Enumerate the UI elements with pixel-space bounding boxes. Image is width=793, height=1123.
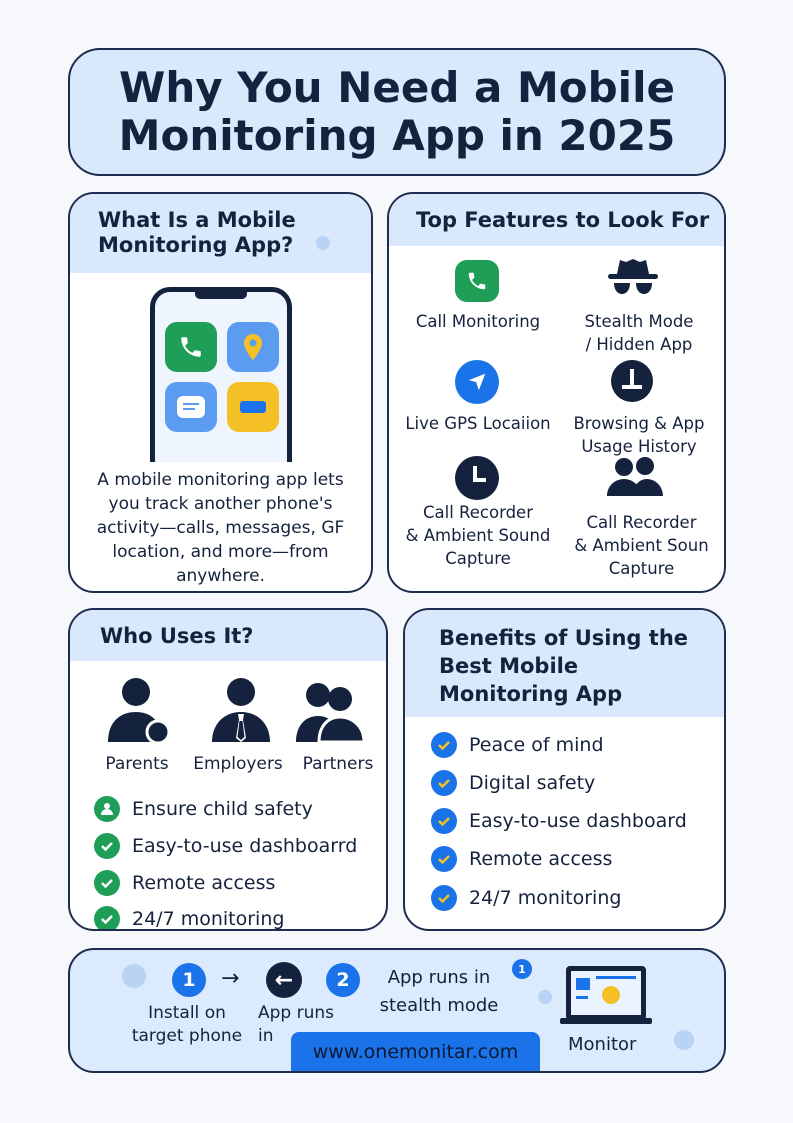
who-title: Who Uses It? (100, 624, 254, 648)
users-icon (607, 456, 663, 502)
check-icon (431, 732, 457, 758)
user-icon (94, 796, 120, 822)
user-label-partners: Partners (302, 754, 374, 774)
partners-icon (296, 678, 366, 748)
check-icon (431, 846, 457, 872)
who-point: 24/7 monitoring (94, 906, 284, 929)
phone-icon (455, 260, 499, 302)
who-point: Remote access (94, 870, 275, 896)
who-point: Ensure child safety (94, 796, 313, 822)
check-icon (94, 870, 120, 896)
clock-icon (455, 456, 499, 500)
chat-icon (227, 382, 279, 432)
check-icon (94, 833, 120, 859)
what-is-card: What Is a Mobile Monitoring App? A mobil… (68, 192, 373, 593)
spy-icon (606, 256, 660, 306)
what-is-description: A mobile monitoring app lets you track a… (96, 470, 345, 586)
history-icon (611, 360, 653, 402)
arrow-icon: → (221, 966, 240, 991)
feature-label: Live GPS Locaiion (405, 414, 551, 433)
check-icon (431, 885, 457, 911)
parent-icon (108, 676, 172, 748)
features-title: Top Features to Look For (416, 208, 710, 232)
step-2-badge: 2 (326, 963, 360, 997)
message-icon (165, 382, 217, 432)
who-point: Easy-to-use dashboarrd (94, 833, 357, 859)
phone-illustration (150, 287, 292, 462)
benefit-point: Digital safety (431, 770, 595, 796)
benefit-point: 24/7 monitoring (431, 885, 621, 911)
title-box: Why You Need a Mobile Monitoring App in … (68, 48, 726, 176)
check-icon (431, 808, 457, 834)
who-card: Who Uses It? Parents Employers Partners … (68, 608, 388, 931)
map-pin-icon (227, 322, 279, 372)
feature-label: Call Monitoring (415, 312, 541, 331)
user-label-parents: Parents (105, 754, 169, 774)
laptop-dashboard-icon (560, 964, 652, 1026)
check-icon (94, 906, 120, 929)
benefit-point: Peace of mind (431, 732, 604, 758)
page-title: Why You Need a Mobile Monitoring App in … (118, 63, 676, 160)
back-arrow-icon: ← (266, 962, 302, 998)
phone-app-icon (165, 322, 217, 372)
features-card: Top Features to Look For Call Monitoring… (387, 192, 726, 593)
check-icon (431, 770, 457, 796)
notification-badge: 1 (512, 959, 532, 979)
monitor-label: Monitor (568, 1034, 637, 1055)
navigation-icon (455, 360, 499, 404)
website-link[interactable]: www.onemonitar.com (291, 1032, 540, 1071)
employer-icon (212, 676, 270, 748)
benefit-point: Remote access (431, 846, 612, 872)
feature-label: Stealth Mode/ Hidden App (584, 312, 694, 355)
user-label-employers: Employers (193, 754, 283, 774)
step-1-badge: 1 (172, 963, 206, 997)
what-is-title: What Is a Mobile Monitoring App? (98, 208, 296, 258)
benefit-point: Easy-to-use dashboard (431, 808, 687, 834)
